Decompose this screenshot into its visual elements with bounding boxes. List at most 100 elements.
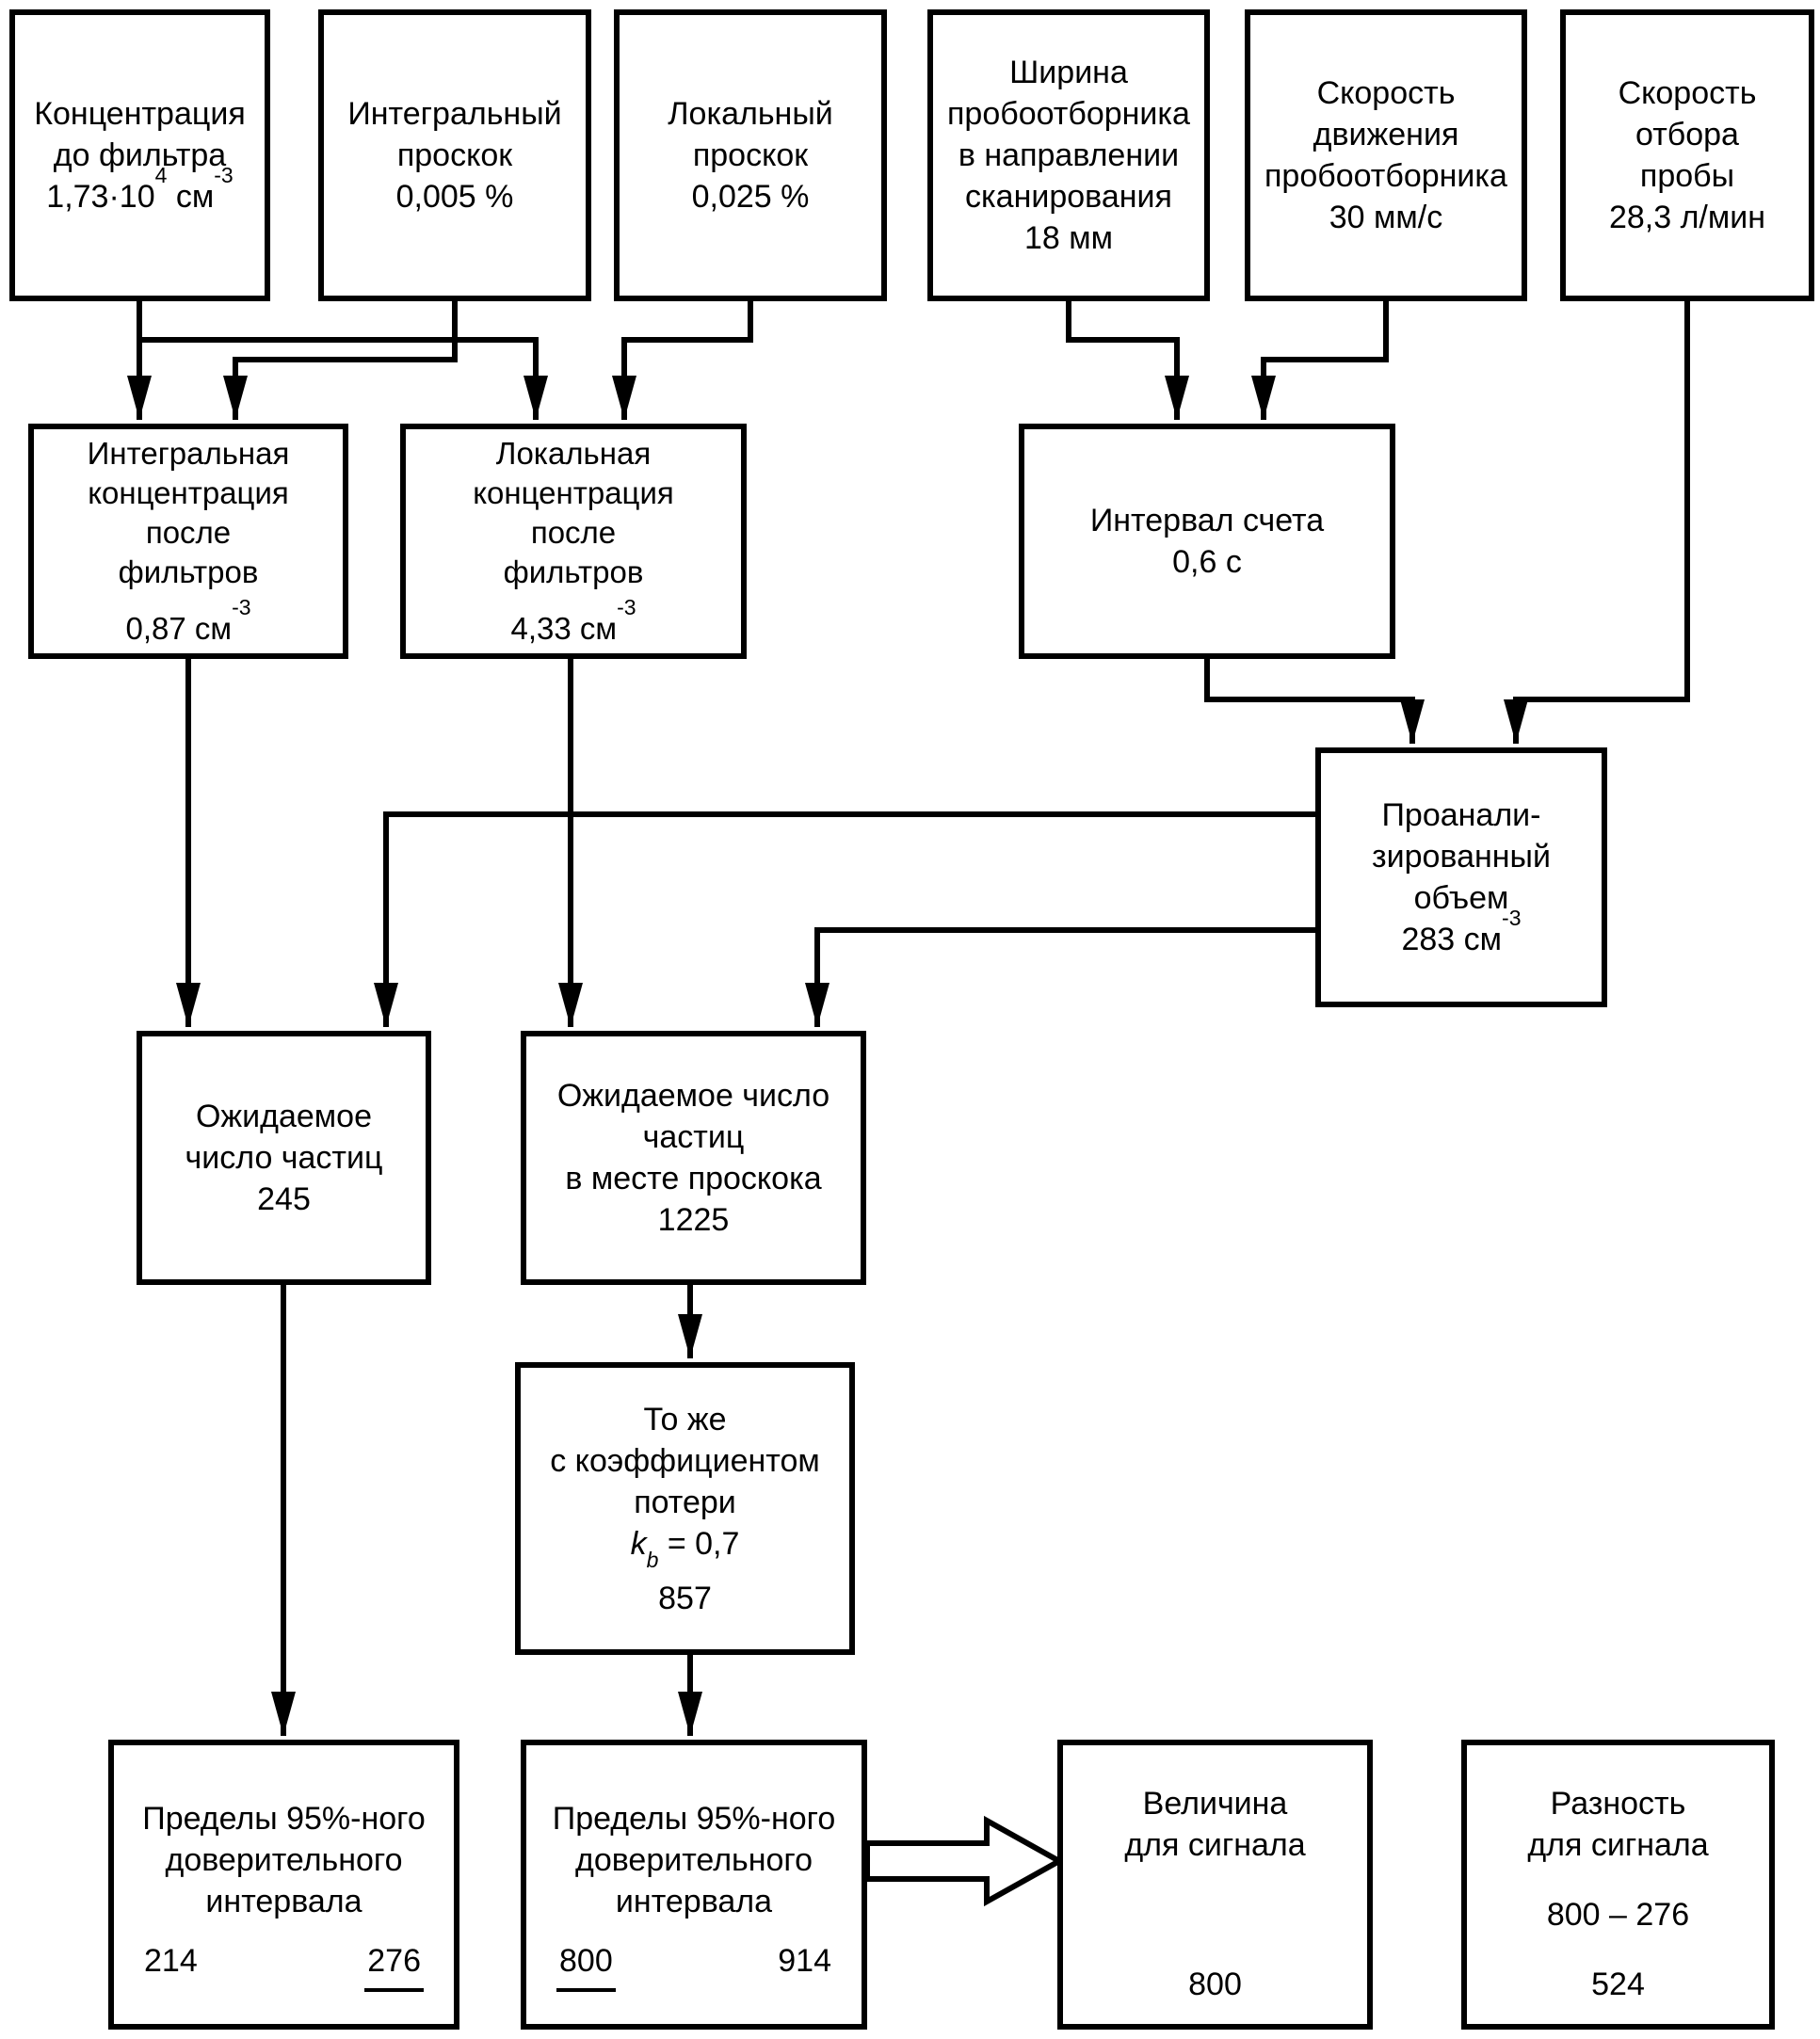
connector-integral-penetration xyxy=(223,301,458,420)
value-text: 1225 xyxy=(657,1202,730,1238)
text-line: для сигнала xyxy=(1527,1827,1709,1863)
confidence-values: 214 276 xyxy=(114,1940,454,1992)
lower-limit-underlined: 800 xyxy=(556,1940,616,1992)
value-text: 524 xyxy=(1591,1967,1645,2002)
text-line: Ширина xyxy=(1009,55,1128,90)
value-text: 800 xyxy=(1188,1967,1242,2002)
coef-equation: = 0,7 xyxy=(658,1525,740,1562)
text-line: проскок xyxy=(692,137,809,173)
text-line: Концентрация xyxy=(34,96,246,132)
superscript: -3 xyxy=(1502,905,1522,930)
connector-sampling-rate xyxy=(1504,301,1690,744)
text-line: Ожидаемое xyxy=(195,1099,373,1134)
text-line: фильтров xyxy=(503,554,644,589)
big-hollow-arrow-icon xyxy=(864,1815,1066,1907)
text-line: Скорость xyxy=(1316,75,1456,111)
connector-volume-to-expected xyxy=(374,811,1318,1027)
text-line: Скорость xyxy=(1618,75,1757,111)
text-line: Локальный xyxy=(668,96,833,132)
text-line: потери xyxy=(634,1484,736,1520)
connector-sampler-width xyxy=(1066,301,1189,420)
box-sampling-rate: Скорость отбора пробы 28,3 л/мин xyxy=(1560,9,1814,301)
connector-volume-to-expected-leak xyxy=(805,927,1318,1027)
text-line: Интегральная xyxy=(87,436,290,471)
superscript: -3 xyxy=(232,595,251,619)
text-line: с коэффициентом xyxy=(550,1442,820,1479)
value-text: 0,005 % xyxy=(395,179,514,215)
text-line: интервала xyxy=(615,1884,773,1919)
text-line: в направлении xyxy=(958,137,1180,173)
value-base: 0,87 см xyxy=(125,611,233,646)
box-count-interval: Интервал счета 0,6 с xyxy=(1019,424,1395,659)
value-base: 283 см xyxy=(1401,922,1503,957)
box-signal-value: Величина для сигнала 800 xyxy=(1057,1740,1373,2030)
text-line: доверительного xyxy=(574,1842,813,1878)
value-text: 0,87 см-3 xyxy=(34,597,343,649)
connector-local-penetration xyxy=(612,301,753,420)
box-expected-count-leak: Ожидаемое число частиц в месте проскока … xyxy=(521,1031,866,1285)
text-line: пробоотборника xyxy=(1264,158,1507,194)
superscript: -3 xyxy=(617,595,636,619)
box-analyzed-volume: Проанали- зированный объем 283 см-3 xyxy=(1315,747,1607,1007)
text-line: Ожидаемое число xyxy=(556,1078,830,1114)
coefficient-text: kb = 0,7 xyxy=(521,1523,849,1571)
confidence-title: Пределы 95%-ного доверительного интервал… xyxy=(553,1798,835,1922)
text-line: Интегральный xyxy=(347,96,562,132)
box-confidence-interval-1: Пределы 95%-ного доверительного интервал… xyxy=(108,1740,459,2030)
box-signal-difference: Разность для сигнала 800 – 276 524 xyxy=(1461,1740,1775,2030)
text-line: пробоотборника xyxy=(947,96,1190,132)
box-pre-filter-concentration: Концентрация до фильтра 1,73·104 см-3 xyxy=(9,9,270,301)
box-integral-penetration: Интегральный проскок 0,005 % xyxy=(318,9,591,301)
text-line: зированный xyxy=(1372,839,1551,875)
text-line: Пределы 95%-ного xyxy=(552,1801,836,1837)
value-text: 28,3 л/мин xyxy=(1608,200,1766,235)
upper-limit: 914 xyxy=(778,1943,831,1979)
box-with-loss-coefficient: То же с коэффициентом потери kb = 0,7 85… xyxy=(515,1362,855,1655)
text-line: фильтров xyxy=(118,554,259,589)
text-line: Проанали- xyxy=(1381,797,1541,833)
text-line: для сигнала xyxy=(1124,1827,1306,1863)
subscript: b xyxy=(646,1548,659,1573)
box-expected-count: Ожидаемое число частиц 245 xyxy=(137,1031,431,1285)
signal-title: Величина для сигнала xyxy=(1124,1783,1305,1866)
text-line: Интервал счета xyxy=(1089,503,1325,538)
text-line: объем xyxy=(1413,880,1509,916)
box-integral-concentration: Интегральная концентрация после фильтров… xyxy=(28,424,348,659)
upper-limit-underlined: 276 xyxy=(364,1940,424,1992)
text-line: отбора xyxy=(1635,117,1739,153)
connector-count-interval-out xyxy=(1204,659,1425,744)
superscript: 4 xyxy=(154,162,168,187)
box-sampler-speed: Скорость движения пробоотборника 30 мм/с xyxy=(1245,9,1527,301)
box-local-concentration: Локальная концентрация после фильтров 4,… xyxy=(400,424,747,659)
value-unit: см xyxy=(167,179,215,215)
text-line: Пределы 95%-ного xyxy=(142,1801,426,1837)
value-text: 857 xyxy=(658,1580,712,1616)
difference-expression: 800 – 276 xyxy=(1546,1897,1690,1933)
superscript: -3 xyxy=(214,162,234,187)
value-text: 283 см-3 xyxy=(1321,907,1602,960)
confidence-values: 800 914 xyxy=(526,1940,862,1992)
box-confidence-interval-2: Пределы 95%-ного доверительного интервал… xyxy=(521,1740,867,2030)
text-line: концентрация xyxy=(88,475,289,510)
value-text: 1,73·104 см-3 xyxy=(15,164,265,217)
text-line: Величина xyxy=(1142,1786,1288,1822)
value-text: 0,025 % xyxy=(691,179,810,215)
confidence-title: Пределы 95%-ного доверительного интервал… xyxy=(142,1798,425,1922)
text-line: в месте проскока xyxy=(565,1161,822,1196)
box-sampler-width: Ширина пробоотборника в направлении скан… xyxy=(927,9,1210,301)
text-line: до фильтра xyxy=(53,137,227,173)
text-line: проскок xyxy=(396,137,513,173)
value-base: 1,73·10 xyxy=(46,179,155,215)
value-text: 245 xyxy=(257,1181,311,1217)
value-text: 4,33 см-3 xyxy=(406,597,741,649)
text-line: пробы xyxy=(1639,158,1735,194)
text-line: доверительного xyxy=(165,1842,403,1878)
text-line: То же xyxy=(643,1401,727,1437)
box-local-penetration: Локальный проскок 0,025 % xyxy=(614,9,887,301)
value-base: 4,33 см xyxy=(510,611,618,646)
signal-title: Разность для сигнала xyxy=(1527,1783,1708,1866)
text-line: интервала xyxy=(205,1884,362,1919)
lower-limit: 214 xyxy=(144,1943,198,1979)
